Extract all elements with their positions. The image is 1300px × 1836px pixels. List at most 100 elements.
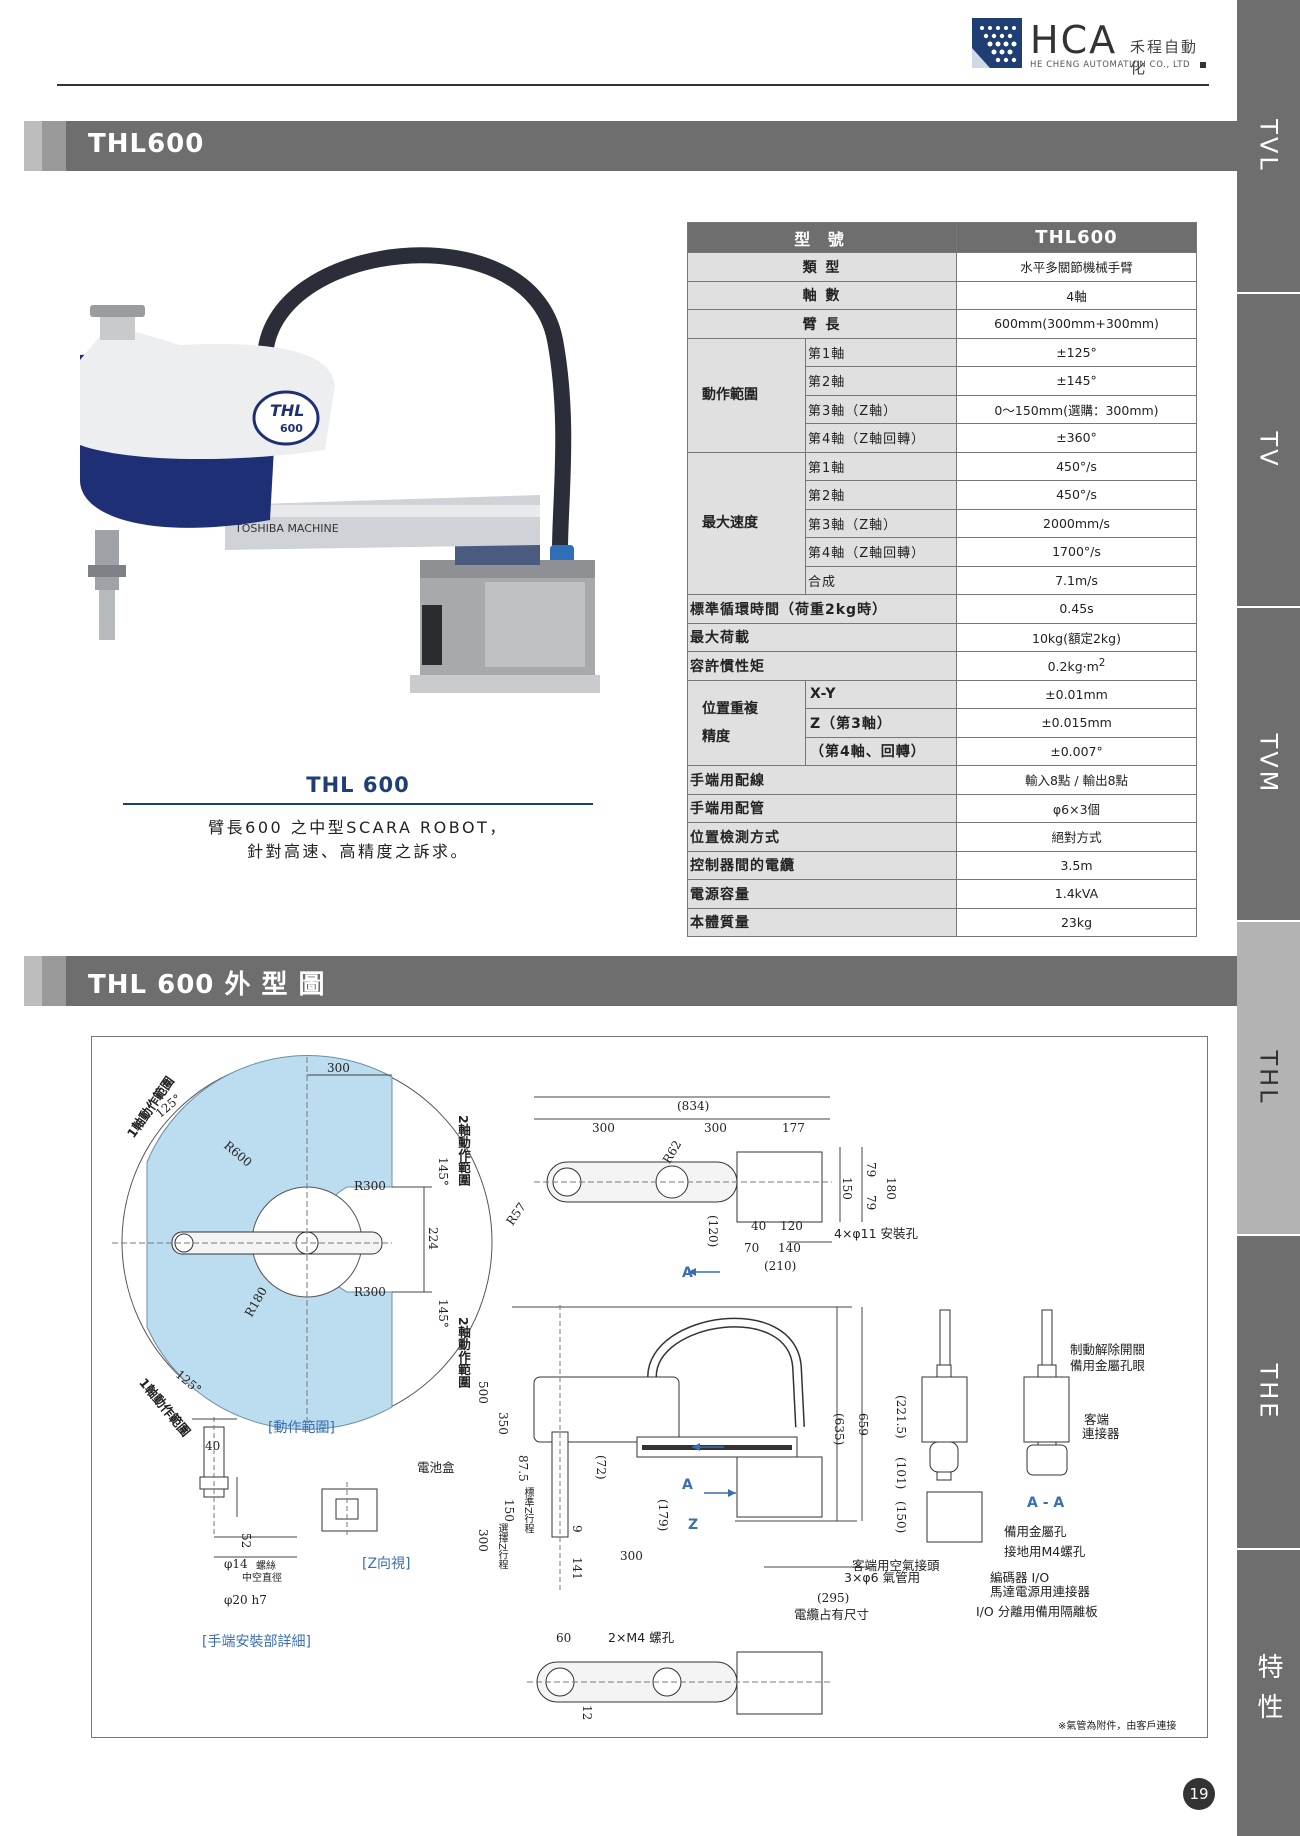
spec-label: 軸 數	[687, 280, 957, 310]
top-dim-120p: (120)	[706, 1215, 720, 1248]
spec-value: 1.4kVA	[956, 879, 1197, 909]
battery-box-label: 電池盒	[417, 1460, 455, 1475]
table-row: 位置檢測方式 絕對方式	[687, 822, 1197, 852]
top-holes-label: 4×φ11 安裝孔	[834, 1226, 919, 1241]
spec-value: ±0.015mm	[956, 708, 1197, 738]
table-row: 本體質量 23kg	[687, 907, 1197, 937]
range-deg145-bottom: 145°	[436, 1299, 450, 1328]
spare-hole-label: 備用金屬孔眼	[1070, 1358, 1146, 1373]
spec-value: 450°/s	[956, 451, 1197, 481]
side-dim-875: 87.5	[516, 1455, 530, 1482]
table-row: 位置重複精度 X-Y ±0.01mm	[687, 679, 1197, 766]
table-row: 電源容量 1.4kVA	[687, 879, 1197, 909]
tab-tvm-label: TVM	[1254, 733, 1283, 795]
top-dim-834: (834)	[677, 1099, 710, 1113]
top-dim-180: 180	[884, 1177, 898, 1200]
spare-hole2-label: 備用金屬孔	[1004, 1524, 1067, 1539]
repeat-label-1: 位置重複	[702, 700, 758, 717]
client-conn-1: 客端	[1084, 1412, 1110, 1427]
spec-value: 0.2kg·m2	[956, 651, 1197, 681]
spec-sub-label: 第3軸（Z軸）	[805, 508, 957, 538]
side-dim-179: (179)	[656, 1499, 670, 1532]
spec-sub-label: Z（第3軸）	[805, 708, 957, 738]
brake-release-label: 制動解除開關	[1070, 1342, 1146, 1357]
table-row: 手端用配線 輸入8點 / 輸出8點	[687, 765, 1197, 795]
table-row: 臂 長 600mm(300mm+300mm)	[687, 309, 1197, 339]
spec-value: ±0.007°	[956, 736, 1197, 766]
spec-label: 電源容量	[687, 879, 957, 909]
bar-accent	[42, 956, 66, 1006]
tab-features-label: 特性	[1253, 1653, 1283, 1733]
spec-group-label: 動作範圍	[687, 337, 806, 453]
spec-value: 10kg(額定2kg)	[956, 622, 1197, 652]
air-joint-label: 客端用空氣接頭	[852, 1558, 940, 1573]
spec-sub-label: 第3軸（Z軸）	[805, 394, 957, 424]
model-section-bar: THL600	[24, 121, 1237, 171]
table-row: 第3軸（Z軸） 0～150mm(選購：300mm)	[688, 394, 1197, 424]
hand-detail	[192, 1417, 297, 1558]
spec-label: 位置檢測方式	[687, 822, 957, 852]
range-dim-300: 300	[327, 1061, 350, 1075]
tab-thl[interactable]: THL	[1237, 922, 1300, 1234]
table-row: 第3軸（Z軸） 2000mm/s	[688, 508, 1197, 538]
top-dim-300-a: 300	[592, 1121, 615, 1135]
tab-the[interactable]: THE	[1237, 1236, 1300, 1548]
cable-space-label: 電纜占有尺寸	[794, 1607, 870, 1622]
spec-header-row: 型 號 THL600	[687, 222, 1197, 253]
rear-views	[921, 1309, 1070, 1543]
tab-tv[interactable]: TV	[1237, 294, 1300, 606]
arrow-z: Z	[688, 1517, 699, 1533]
table-row: 第4軸（Z軸回轉） 1700°/s	[688, 537, 1197, 567]
spec-value: 23kg	[956, 907, 1197, 937]
brand-cn-name: 禾程自動化	[1130, 38, 1199, 77]
top-dim-40: 40	[751, 1219, 767, 1233]
spec-value: 輸入8點 / 輸出8點	[956, 765, 1197, 795]
side-dim-300b: 300	[620, 1549, 643, 1563]
page-number: 19	[1183, 1778, 1215, 1810]
side-dim-500: 500	[476, 1381, 490, 1404]
brand-square-mark	[1200, 62, 1206, 68]
bottom-dim-12: 12	[580, 1705, 594, 1721]
table-row: 第2軸 450°/s	[688, 480, 1197, 510]
top-dim-79-a: 79	[864, 1162, 878, 1178]
inertia-sup: 2	[1098, 657, 1106, 670]
outline-drawing: 1軸動作範圍 125° 300 R600 R300 R300 R180 224 …	[91, 1036, 1208, 1738]
spec-sub-label: 第2軸	[805, 366, 957, 396]
spec-sub-label: 第4軸（Z軸回轉）	[805, 537, 957, 567]
desc-line-2: 針對高速、高精度之訴求。	[246, 842, 469, 861]
spec-table: 型 號 THL600 類 型 水平多關節機械手臂 軸 數 4軸 臂 長 600m…	[687, 222, 1197, 937]
model-section-title: THL600	[88, 129, 205, 159]
hand-dim-52: 52	[239, 1533, 253, 1549]
io-sep-label: I/O 分離用備用隔離板	[976, 1604, 1098, 1619]
spec-sub-label: 第1軸	[805, 337, 957, 367]
range-deg145-top: 145°	[436, 1157, 450, 1186]
caption-hand: [手端安裝部詳細]	[202, 1634, 311, 1650]
tab-features[interactable]: 特性	[1237, 1550, 1300, 1836]
section-aa-label: A - A	[1027, 1495, 1065, 1511]
client-conn-2: 連接器	[1082, 1426, 1120, 1441]
top-dim-177: 177	[782, 1121, 805, 1135]
spec-label: 控制器間的電纜	[687, 850, 957, 880]
range-axis2-bottom: 2軸動作範圍	[456, 1317, 471, 1389]
hand-screw: 螺絲	[256, 1561, 276, 1572]
table-row: （第4軸、回轉） ±0.007°	[688, 736, 1197, 766]
top-view	[534, 1096, 863, 1243]
spec-value: 600mm(300mm+300mm)	[956, 309, 1197, 339]
hand-dim-40: 40	[205, 1439, 221, 1453]
spec-header-label: 型 號	[687, 222, 957, 253]
top-dim-300-b: 300	[704, 1121, 727, 1135]
tab-tvl[interactable]: TVL	[1237, 0, 1300, 292]
side-dim-141: 141	[570, 1557, 584, 1580]
tab-tvm[interactable]: TVM	[1237, 608, 1300, 920]
table-row: 手端用配管 φ6×3個	[687, 793, 1197, 823]
tab-tvl-label: TVL	[1254, 119, 1283, 173]
top-dim-140: 140	[778, 1241, 801, 1255]
tab-the-label: THE	[1254, 1363, 1283, 1421]
robot-illustration: TOSHIBA MACHINE THL 600	[80, 247, 600, 693]
air-tube-label: 3×φ6 氣管用	[844, 1570, 921, 1585]
spec-sub-label: 第4軸（Z軸回轉）	[805, 423, 957, 453]
bar-accent	[24, 121, 42, 171]
header-rule	[57, 84, 1209, 86]
robot-brand-text: TOSHIBA MACHINE	[234, 522, 339, 535]
range-r300-a: R300	[354, 1179, 386, 1193]
